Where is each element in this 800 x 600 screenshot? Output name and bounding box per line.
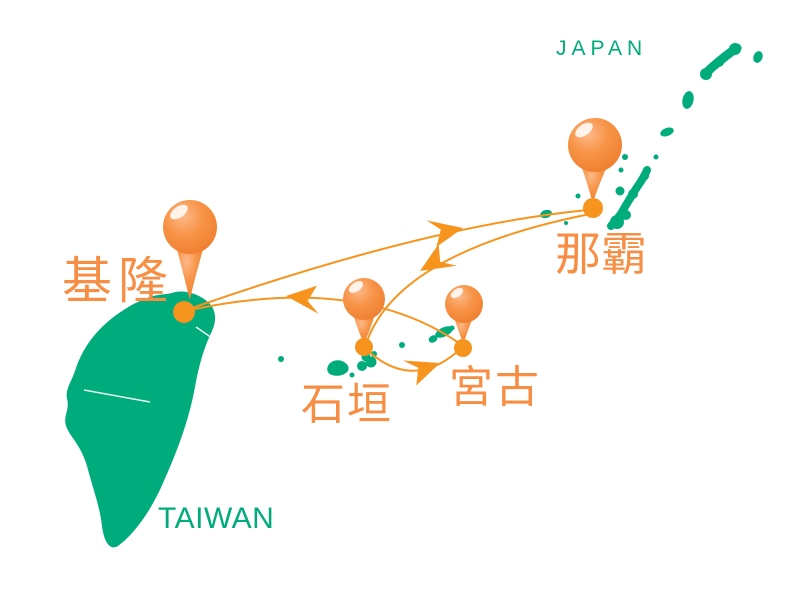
- naha-port-label: 那霸: [555, 227, 647, 281]
- pin-tail: [353, 314, 375, 344]
- keelung-pin-icon: [163, 200, 217, 323]
- miyako-islands: [428, 325, 455, 343]
- okinawa-motobu-peninsula: [615, 186, 625, 196]
- pin-highlight: [348, 281, 364, 293]
- pin-highlight: [575, 122, 593, 138]
- tarama-island: [399, 342, 405, 348]
- arrow-icon-to-ishigaki: [420, 244, 457, 271]
- naha-port-dot: [583, 198, 603, 218]
- ishigaki-island: [365, 356, 377, 368]
- small-island: [653, 154, 659, 160]
- keelung-port-dot: [173, 301, 195, 323]
- japan-label: JAPAN: [556, 37, 648, 60]
- ishigaki-port-dot: [355, 338, 373, 356]
- miyako-island: [435, 326, 453, 338]
- taiwan-island-shape: [65, 291, 216, 548]
- amami-bump: [700, 68, 712, 80]
- pin-balloon: [163, 200, 217, 254]
- okinawa-bump: [641, 172, 649, 180]
- okinawa-south-lobe: [610, 215, 624, 229]
- okinawa-islands: [540, 127, 674, 230]
- irabu-island: [428, 335, 438, 343]
- miyako-pin-icon: [445, 285, 483, 357]
- kikai-island: [753, 51, 763, 63]
- taiwan-label: TAIWAN: [158, 502, 275, 535]
- pin-balloon: [445, 285, 483, 323]
- naha-pin-icon: [568, 118, 622, 218]
- miyako-port-dot: [454, 339, 472, 357]
- pin-balloon: [568, 118, 622, 172]
- pin-tail: [581, 164, 608, 203]
- arrow-icon-to-keelung: [286, 285, 319, 314]
- ishigaki-pin-icon: [343, 278, 385, 356]
- small-island: [622, 154, 628, 160]
- small-island: [564, 221, 568, 225]
- amami-bump: [729, 43, 741, 55]
- okinawa-bump: [628, 189, 638, 199]
- pin-tail: [454, 317, 473, 344]
- arrow-icon-to-miyako: [402, 360, 440, 386]
- small-island: [349, 372, 355, 378]
- small-island: [660, 127, 674, 137]
- pin-highlight: [450, 287, 464, 299]
- keelung-port-label: 基隆: [62, 252, 174, 310]
- amami-bump: [714, 57, 724, 67]
- iriomote-island: [327, 360, 349, 376]
- taiwan-island: [65, 291, 216, 548]
- pin-tail: [176, 245, 204, 300]
- ishigaki-port-label: 石垣: [301, 379, 393, 430]
- pin-highlight: [170, 204, 188, 220]
- amami-islands: [682, 43, 763, 109]
- arrow-icon-to-naha: [426, 220, 463, 247]
- route-miyako-keelung: [194, 296, 460, 344]
- taiwan-ridge-line: [195, 326, 213, 339]
- tokunoshima-island: [682, 91, 694, 109]
- taiwan-ridge-line: [83, 389, 151, 403]
- route-keelung-naha: [191, 209, 589, 309]
- yaeyama-islands: [278, 342, 405, 378]
- small-island: [575, 193, 581, 199]
- route-ishigaki-miyako: [367, 350, 458, 372]
- pin-balloon: [343, 278, 385, 320]
- miyako-port-label: 宮古: [449, 362, 541, 413]
- ishigaki-island: [357, 361, 367, 371]
- small-island: [449, 325, 455, 331]
- small-island: [618, 167, 624, 173]
- small-island: [278, 356, 284, 362]
- okinawa-bump: [621, 210, 631, 220]
